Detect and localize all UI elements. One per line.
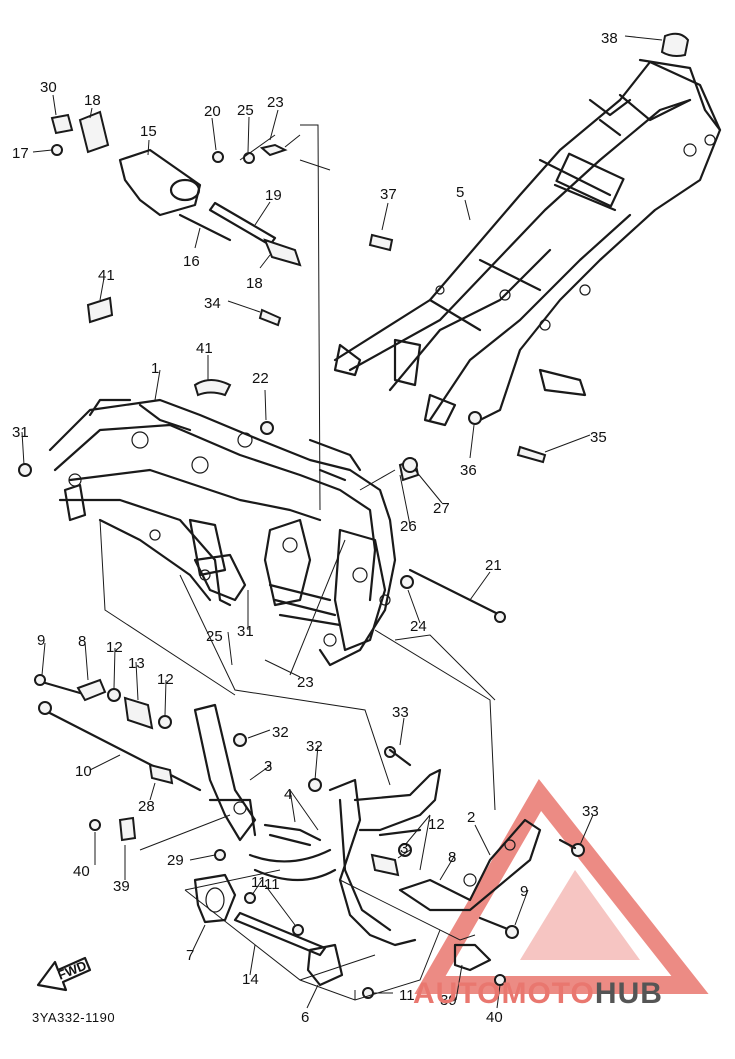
- callout-40: 40: [486, 1009, 503, 1026]
- callout-12: 12: [428, 816, 445, 833]
- callout-32: 32: [306, 738, 323, 755]
- callout-7: 7: [186, 947, 194, 964]
- callout-41: 41: [98, 267, 115, 284]
- callout-33: 33: [392, 704, 409, 721]
- callout-12: 12: [106, 639, 123, 656]
- callout-39: 39: [440, 992, 457, 1009]
- callout-29: 29: [167, 852, 184, 869]
- right-small-parts: [18, 411, 547, 623]
- callout-35: 35: [590, 429, 607, 446]
- callout-24: 24: [410, 618, 427, 635]
- engine-mount-parts: [33, 674, 585, 999]
- callout-13: 13: [128, 655, 145, 672]
- callout-10: 10: [75, 763, 92, 780]
- callout-18: 18: [246, 275, 263, 292]
- watermark-logo: [414, 779, 709, 994]
- callout-31: 31: [12, 424, 29, 441]
- callout-30: 30: [40, 79, 57, 96]
- diagram-code: 3YA332-1190: [32, 1010, 116, 1025]
- callout-4: 4: [284, 786, 292, 803]
- callout-3: 3: [400, 840, 408, 857]
- watermark-auto: AUTO: [413, 977, 501, 1010]
- watermark-moto: MOTO: [501, 977, 594, 1010]
- callout-9: 9: [37, 632, 45, 649]
- callout-37: 37: [380, 186, 397, 203]
- callout-6: 6: [301, 1009, 309, 1026]
- watermark-text: AUTOMOTOHUB: [413, 977, 663, 1010]
- callout-33: 33: [582, 803, 599, 820]
- upper-bracket-parts: [50, 32, 690, 435]
- callout-12: 12: [157, 671, 174, 688]
- fwd-arrow: FWD: [36, 956, 92, 992]
- callout-25: 25: [237, 102, 254, 119]
- callout-14: 14: [242, 971, 259, 988]
- callout-19: 19: [265, 187, 282, 204]
- callout-23: 23: [267, 94, 284, 111]
- assembly-lines: [99, 124, 496, 1001]
- callout-18: 18: [84, 92, 101, 109]
- callout-15: 15: [140, 123, 157, 140]
- callout-38: 38: [601, 30, 618, 47]
- callout-17: 17: [12, 145, 29, 162]
- callout-34: 34: [204, 295, 221, 312]
- callout-27: 27: [433, 500, 450, 517]
- callout-11: 11: [251, 874, 267, 891]
- callout-20: 20: [204, 103, 221, 120]
- callout-3: 3: [264, 758, 272, 775]
- callout-21: 21: [485, 557, 502, 574]
- callout-39: 39: [113, 878, 130, 895]
- callout-9: 9: [520, 883, 528, 900]
- callout-23: 23: [297, 674, 314, 691]
- leader-lines: [21, 35, 663, 1009]
- callout-36: 36: [460, 462, 477, 479]
- callout-26: 26: [400, 518, 417, 535]
- callout-16: 16: [183, 253, 200, 270]
- callout-1: 1: [151, 360, 159, 377]
- callout-8: 8: [78, 633, 86, 650]
- main-frame: [48, 398, 397, 667]
- callout-40: 40: [73, 863, 90, 880]
- callout-11: 11: [399, 987, 415, 1004]
- rear-subframe: [333, 58, 722, 427]
- callout-22: 22: [252, 370, 269, 387]
- callout-8: 8: [448, 849, 456, 866]
- callout-5: 5: [456, 184, 464, 201]
- svg-text:AUTOMOTOHUB: AUTOMOTOHUB: [413, 977, 663, 1010]
- callout-11: 11: [264, 876, 280, 893]
- callout-28: 28: [138, 798, 155, 815]
- callout-32: 32: [272, 724, 289, 741]
- callout-2: 2: [467, 809, 475, 826]
- callout-25: 25: [206, 628, 223, 645]
- watermark-hub: HUB: [595, 977, 663, 1010]
- callout-41: 41: [196, 340, 213, 357]
- callout-31: 31: [237, 623, 254, 640]
